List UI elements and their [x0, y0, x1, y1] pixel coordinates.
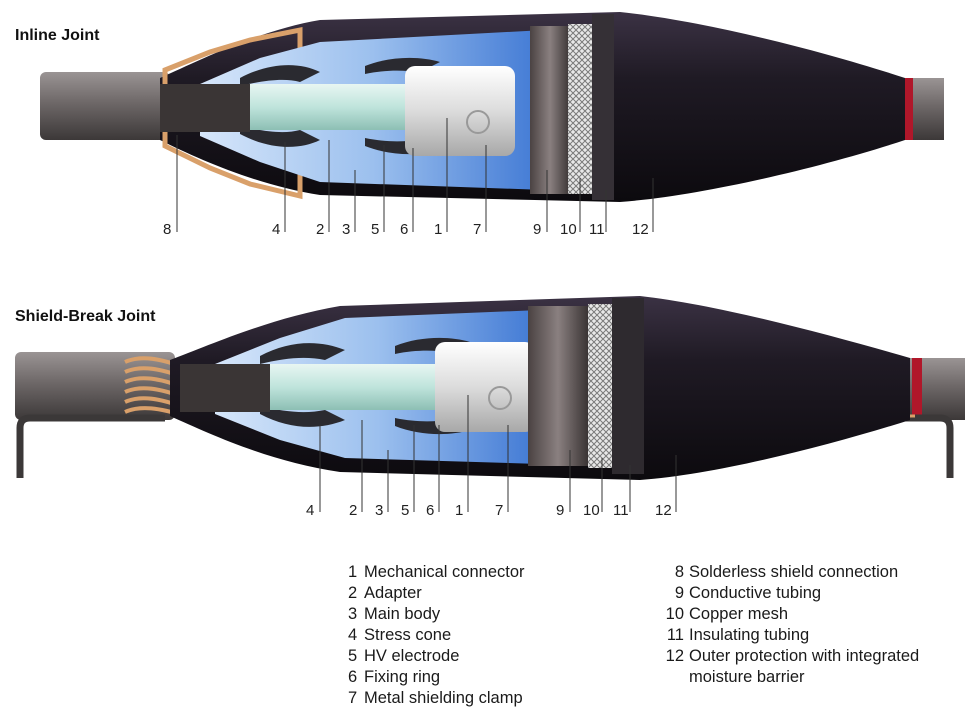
shield-callout-2: 2 — [349, 502, 357, 519]
inline-callout-11: 11 — [589, 221, 605, 238]
shield-callouts: 4 2 3 5 6 1 7 9 10 11 12 — [306, 502, 672, 519]
shield-callout-12: 12 — [655, 502, 672, 519]
legend-num: 6 — [348, 668, 357, 686]
inline-callout-1: 1 — [434, 221, 442, 238]
legend-label: Conductive tubing — [689, 584, 821, 602]
legend-label: Main body — [364, 605, 441, 623]
legend-left-column: 1 Mechanical connector 2 Adapter 3 Main … — [348, 563, 525, 707]
cable-insulation — [265, 364, 440, 410]
legend-num: 9 — [675, 584, 684, 602]
conductive-tubing — [528, 306, 588, 466]
legend-label: Stress cone — [364, 626, 451, 644]
shield-callout-6: 6 — [426, 502, 434, 519]
shield-callout-9: 9 — [556, 502, 564, 519]
legend-label: Adapter — [364, 584, 422, 602]
copper-shield-wires — [162, 26, 303, 200]
inline-callout-7: 7 — [473, 221, 481, 238]
shield-callout-5: 5 — [401, 502, 409, 519]
legend-label: Fixing ring — [364, 668, 440, 686]
legend-label: Metal shielding clamp — [364, 689, 523, 707]
legend-num: 12 — [666, 647, 684, 665]
left-cable — [40, 72, 170, 140]
conductor — [160, 84, 250, 132]
shield-break-joint-title: Shield-Break Joint — [15, 308, 156, 325]
mechanical-connector — [435, 342, 535, 432]
right-cable-sheath-band — [912, 358, 922, 420]
inline-joint-title: Inline Joint — [15, 27, 100, 44]
stress-cone-top — [260, 343, 345, 364]
legend-num: 4 — [348, 626, 357, 644]
cable-insulation — [240, 84, 420, 130]
inline-joint-illustration: Inline Joint — [15, 12, 944, 238]
insulating-tubing — [592, 14, 614, 200]
legend-num: 2 — [348, 584, 357, 602]
legend-label: Copper mesh — [689, 605, 788, 623]
legend-label: Solderless shield connection — [689, 563, 898, 581]
legend-num: 5 — [348, 647, 357, 665]
legend-num: 1 — [348, 563, 357, 581]
conductor — [180, 364, 270, 412]
shield-callout-11: 11 — [613, 502, 629, 519]
shield-callout-1: 1 — [455, 502, 463, 519]
shield-callout-4: 4 — [306, 502, 314, 519]
legend-label: HV electrode — [364, 647, 459, 665]
right-cable-sheath-band — [903, 78, 913, 140]
inline-callout-8: 8 — [163, 221, 171, 238]
connector-bolt — [488, 386, 512, 410]
mechanical-connector — [405, 66, 515, 156]
legend-right-column: 8 Solderless shield connection 9 Conduct… — [666, 563, 920, 686]
legend-num: 3 — [348, 605, 357, 623]
left-ground-wire — [16, 414, 165, 478]
legend-num: 7 — [348, 689, 357, 707]
stress-cone-top — [240, 65, 320, 86]
conductive-tubing — [530, 26, 570, 194]
legend-num: 11 — [667, 626, 684, 644]
legend: 1 Mechanical connector 2 Adapter 3 Main … — [348, 563, 919, 707]
copper-mesh — [588, 304, 614, 468]
right-ground-wire — [860, 414, 954, 478]
inline-callout-12: 12 — [632, 221, 649, 238]
shield-break-joint-illustration: Shield-Break Joint — [15, 296, 965, 519]
legend-label-continued: moisture barrier — [689, 668, 805, 686]
inline-callout-6: 6 — [400, 221, 408, 238]
inline-callouts: 8 4 2 3 5 6 1 7 9 10 11 12 — [163, 221, 649, 238]
inline-callout-9: 9 — [533, 221, 541, 238]
shield-callout-3: 3 — [375, 502, 383, 519]
copper-mesh — [568, 24, 594, 194]
legend-num: 10 — [666, 605, 684, 623]
legend-num: 8 — [675, 563, 684, 581]
legend-label: Outer protection with integrated — [689, 647, 919, 665]
inline-callout-5: 5 — [371, 221, 379, 238]
shield-leader-lines — [319, 395, 677, 512]
legend-label: Mechanical connector — [364, 563, 525, 581]
shield-callout-7: 7 — [495, 502, 503, 519]
inline-callout-10: 10 — [560, 221, 577, 238]
legend-label: Insulating tubing — [689, 626, 809, 644]
inline-callout-2: 2 — [316, 221, 324, 238]
inline-callout-4: 4 — [272, 221, 280, 238]
stress-cone-bottom — [240, 126, 320, 147]
stress-cone-bottom — [260, 406, 345, 427]
connector-bolt — [466, 110, 490, 134]
shield-callout-10: 10 — [583, 502, 600, 519]
inline-leader-lines — [176, 118, 654, 232]
inline-callout-3: 3 — [342, 221, 350, 238]
insulating-tubing — [612, 298, 644, 474]
